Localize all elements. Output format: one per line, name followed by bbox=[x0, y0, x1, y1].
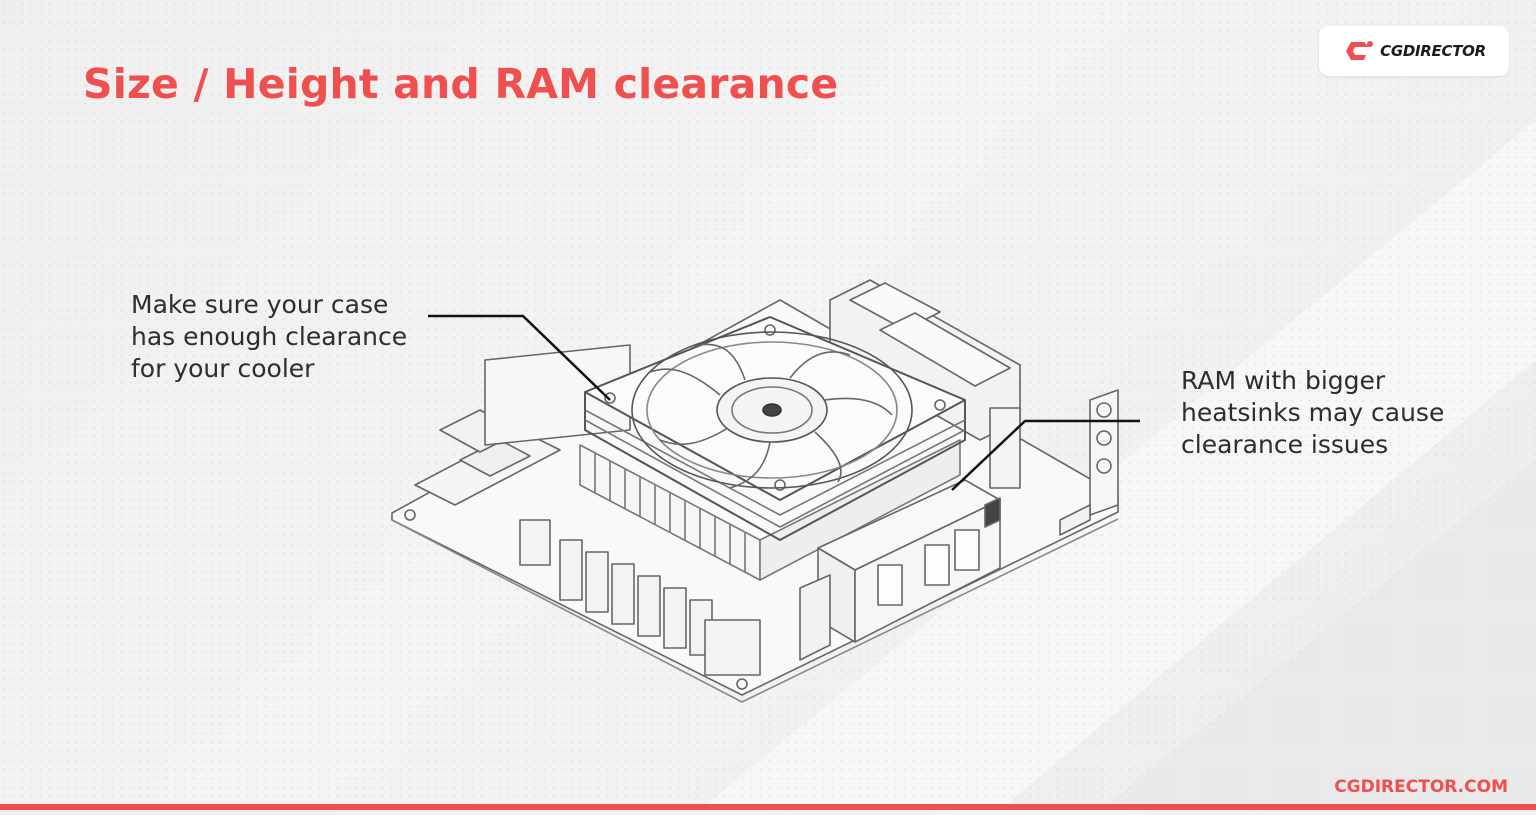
cgdirector-logo-icon bbox=[1342, 38, 1376, 64]
logo-text: CGDIRECTOR bbox=[1380, 42, 1486, 60]
board-connectors-left bbox=[414, 344, 631, 506]
callout-line: has enough clearance bbox=[131, 322, 408, 351]
page-title: Size / Height and RAM clearance bbox=[83, 60, 839, 108]
ram-modules bbox=[799, 479, 1001, 661]
callout-line: Make sure your case bbox=[131, 290, 389, 319]
callout-line: clearance issues bbox=[1181, 430, 1389, 459]
rear-io-ports bbox=[829, 279, 1021, 489]
ram-clearance-callout: RAM with bigger heatsinks may cause clea… bbox=[1181, 365, 1444, 461]
ram-leader-line bbox=[951, 419, 1140, 491]
bottom-accent-bar bbox=[0, 804, 1536, 810]
cooler-leader-line bbox=[428, 314, 611, 401]
callout-line: heatsinks may cause bbox=[1181, 398, 1445, 427]
callout-leader-lines bbox=[428, 314, 1140, 491]
brand-logo: CGDIRECTOR bbox=[1319, 26, 1509, 76]
callout-line: RAM with bigger bbox=[1181, 366, 1386, 395]
cooler-clearance-callout: Make sure your case has enough clearance… bbox=[131, 289, 407, 385]
vrm-components bbox=[519, 519, 761, 676]
callout-line: for your cooler bbox=[131, 354, 315, 383]
fan-header bbox=[1059, 504, 1091, 536]
cpu-cooler-heatsink bbox=[579, 439, 961, 581]
cpu-cooler-fan bbox=[584, 316, 966, 541]
footer-website[interactable]: CGDIRECTOR.COM bbox=[1334, 777, 1508, 797]
antenna-connectors bbox=[1089, 389, 1119, 516]
